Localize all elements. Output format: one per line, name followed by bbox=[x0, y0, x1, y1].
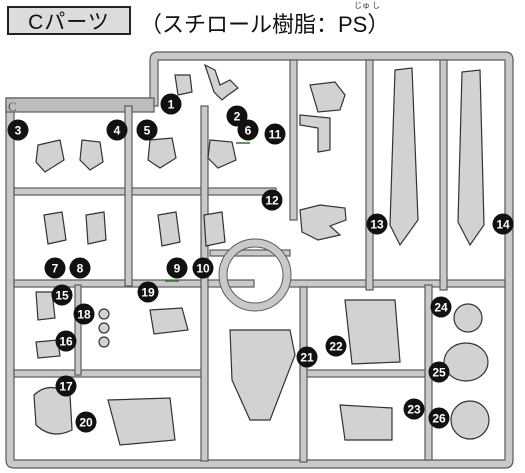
badge-circle bbox=[160, 93, 182, 115]
badge-circle bbox=[428, 361, 450, 383]
badge-circle bbox=[428, 407, 450, 429]
badge-circle bbox=[137, 281, 159, 303]
badge-number: 18 bbox=[77, 307, 91, 321]
badge-number: 17 bbox=[59, 379, 73, 393]
badge-number: 9 bbox=[174, 261, 181, 275]
part-number-24: 24 bbox=[430, 296, 452, 318]
badge-number: 22 bbox=[329, 339, 343, 353]
part-number-5: 5 bbox=[136, 119, 158, 141]
badge-number: 13 bbox=[370, 217, 384, 231]
badge-number: 25 bbox=[432, 365, 446, 379]
badge-circle bbox=[7, 119, 29, 141]
badge-circle bbox=[264, 123, 286, 145]
badge-circle bbox=[166, 257, 188, 279]
badge-circle bbox=[106, 119, 128, 141]
badge-number: 24 bbox=[434, 300, 448, 314]
badge-circle bbox=[192, 257, 214, 279]
header: Cパーツ じゅ し （スチロール樹脂：PS） bbox=[0, 0, 525, 40]
part-number-17: 17 bbox=[55, 375, 77, 397]
part-number-20: 20 bbox=[75, 411, 97, 433]
badge-circle bbox=[69, 257, 91, 279]
part-number-12: 12 bbox=[261, 189, 283, 211]
part-number-3: 3 bbox=[7, 119, 29, 141]
badge-circle bbox=[75, 411, 97, 433]
part-number-21: 21 bbox=[296, 346, 318, 368]
badge-circle bbox=[403, 398, 425, 420]
badge-number: 15 bbox=[55, 288, 69, 302]
part-number-19: 19 bbox=[137, 281, 159, 303]
parts-group-label: Cパーツ bbox=[7, 6, 131, 35]
badge-circle bbox=[430, 296, 452, 318]
part-number-15: 15 bbox=[51, 284, 73, 306]
badge-circle bbox=[55, 330, 77, 352]
badge-circle bbox=[55, 375, 77, 397]
badge-number: 1 bbox=[168, 97, 175, 111]
badge-number: 12 bbox=[265, 193, 279, 207]
part-number-18: 18 bbox=[73, 303, 95, 325]
runner-letter: C bbox=[8, 99, 17, 114]
badge-number: 14 bbox=[496, 217, 510, 231]
parts-layer bbox=[33, 63, 490, 446]
badge-circle bbox=[366, 213, 388, 235]
badge-number: 5 bbox=[144, 123, 151, 137]
runner-frame bbox=[5, 51, 514, 469]
badge-number: 20 bbox=[79, 415, 93, 429]
badge-number: 11 bbox=[269, 127, 282, 141]
badge-number: 23 bbox=[407, 402, 421, 416]
part-number-16: 16 bbox=[55, 330, 77, 352]
badge-circle bbox=[492, 213, 514, 235]
badge-number: 6 bbox=[245, 123, 252, 137]
part-number-4: 4 bbox=[106, 119, 128, 141]
part-number-13: 13 bbox=[366, 213, 388, 235]
badge-circle bbox=[44, 257, 66, 279]
part-number-7: 7 bbox=[44, 257, 66, 279]
ruby-annotation: じゅ し bbox=[354, 1, 381, 10]
part-number-1: 1 bbox=[160, 93, 182, 115]
part-number-22: 22 bbox=[325, 335, 347, 357]
part-number-9: 9 bbox=[165, 257, 188, 282]
badge-number: 7 bbox=[52, 261, 59, 275]
badge-number: 8 bbox=[77, 261, 84, 275]
badge-circle bbox=[136, 119, 158, 141]
badge-number: 10 bbox=[196, 261, 210, 275]
part-number-26: 26 bbox=[428, 407, 450, 429]
part-number-8: 8 bbox=[69, 257, 91, 279]
badge-number: 21 bbox=[300, 350, 314, 364]
badge-circle bbox=[325, 335, 347, 357]
badge-circle bbox=[261, 189, 283, 211]
badge-number: 16 bbox=[59, 334, 73, 348]
part-number-11: 11 bbox=[264, 123, 286, 145]
badge-circle bbox=[73, 303, 95, 325]
badge-circle bbox=[51, 284, 73, 306]
part-number-23: 23 bbox=[403, 398, 425, 420]
part-number-25: 25 bbox=[428, 361, 450, 383]
badge-circle bbox=[296, 346, 318, 368]
material-caption: （スチロール樹脂：PS） bbox=[140, 12, 390, 37]
badge-number: 3 bbox=[15, 123, 22, 137]
badge-number: 19 bbox=[141, 285, 155, 299]
badge-number: 4 bbox=[114, 123, 121, 137]
part-number-10: 10 bbox=[192, 257, 214, 279]
badge-circle bbox=[237, 119, 259, 141]
badge-number: 26 bbox=[432, 411, 446, 425]
badge-number: 2 bbox=[234, 109, 241, 123]
part-number-6: 6 bbox=[236, 119, 259, 144]
part-number-14: 14 bbox=[492, 213, 514, 235]
